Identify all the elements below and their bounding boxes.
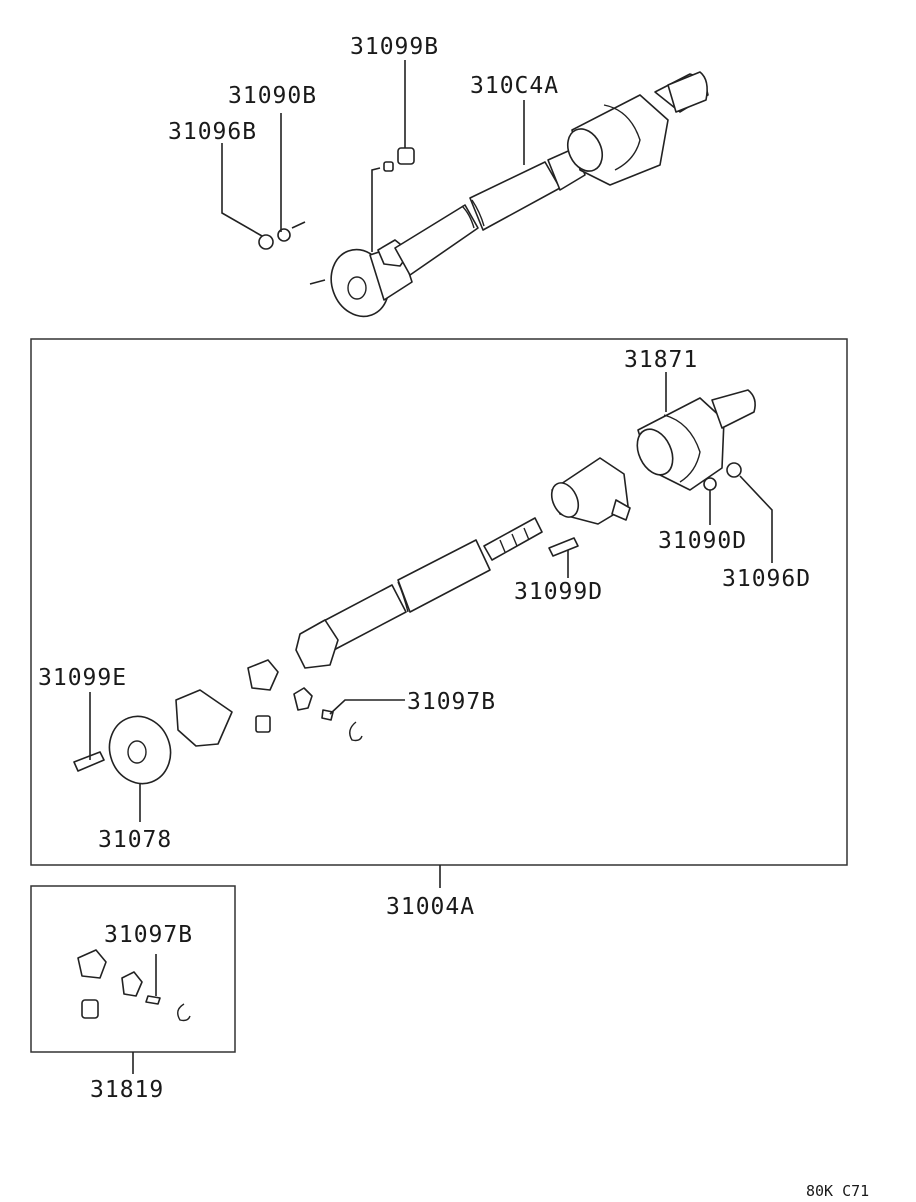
label-31099B: 31099B [350,34,439,60]
main-shaft-assembly [73,389,756,785]
label-31099E: 31099E [38,665,127,691]
leader-31096D [739,475,773,563]
label-31096B: 31096B [168,119,257,145]
label-31099D: 31099D [514,579,603,605]
label-31871: 31871 [624,347,698,373]
assembly-frame-31004A [30,338,848,866]
kit-frame-31819 [30,885,236,1053]
label-31004A: 31004A [386,894,475,920]
label-31090B: 31090B [228,83,317,109]
leader-top-joint [371,167,381,252]
label-31097B-small: 31097B [104,922,193,948]
label-310C4A: 310C4A [470,73,559,99]
leader-31096B [221,143,263,237]
label-31819: 31819 [90,1077,164,1103]
label-31096D: 31096D [722,566,811,592]
label-31078: 31078 [98,827,172,853]
label-31097B-main: 31097B [407,689,496,715]
leader-31097B-main [329,699,405,715]
label-31090D: 31090D [658,528,747,554]
drawing-code: 80K C71 [806,1182,869,1200]
spider-kit-parts [77,949,191,1022]
top-shaft-assembly [258,71,709,318]
